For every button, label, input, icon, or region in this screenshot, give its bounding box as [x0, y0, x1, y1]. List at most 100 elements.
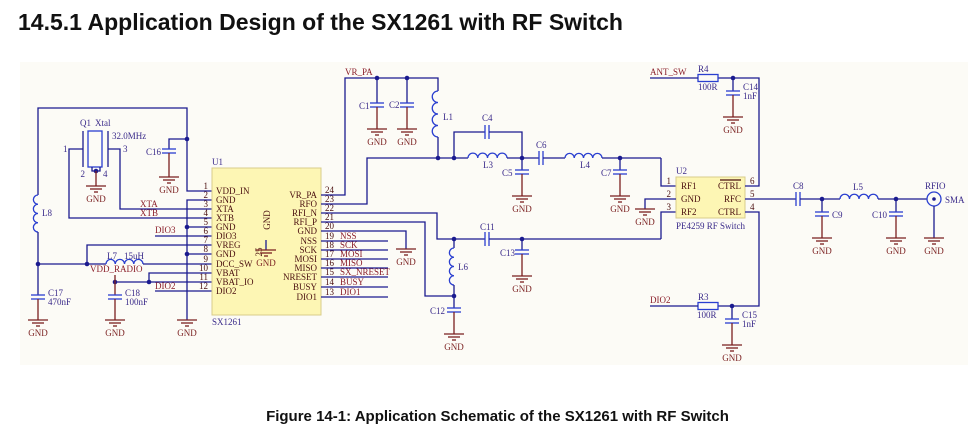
junction-dot	[435, 155, 441, 161]
rfio-label: RFIO	[925, 181, 946, 191]
u1-pin-name: DIO1	[297, 292, 318, 302]
inductor-symbol	[32, 194, 39, 233]
u1-pin-number: 4	[204, 208, 209, 218]
l5-label: L5	[853, 182, 863, 192]
net-label-dio1: DIO1	[340, 287, 361, 297]
c15-label: C15	[742, 310, 758, 320]
gnd-label: GND	[28, 328, 48, 338]
net-label-sx_nreset: SX_NRESET	[340, 267, 391, 277]
u1-pin-name: DIO2	[216, 286, 237, 296]
u2-pin-number: 5	[750, 189, 755, 199]
u2-pin-name: CTRL	[718, 207, 741, 217]
net-label-ant-sw: ANT_SW	[650, 67, 687, 77]
wire	[321, 221, 454, 297]
u1-pin-name: VDD_IN	[216, 186, 250, 196]
u1-pin-number: 10	[199, 263, 209, 273]
wire	[321, 212, 485, 240]
u1-pin-number: 8	[204, 244, 209, 254]
u1-pin-name: XTB	[216, 213, 234, 223]
u1-pin-name: GND	[298, 226, 318, 236]
wire	[108, 148, 212, 210]
c13-label: C13	[500, 248, 516, 258]
inductor-symbol	[105, 258, 144, 265]
u1-pin-name: VR_PA	[289, 190, 317, 200]
wire	[321, 230, 407, 249]
wire	[68, 148, 212, 219]
u1-pin-number: 11	[199, 272, 208, 282]
u1-pin-number: 2	[204, 190, 209, 200]
u1-pin-name: GND	[216, 195, 236, 205]
q1-pin: 3	[123, 144, 128, 154]
ic-u1-body	[211, 167, 322, 316]
schematic-background	[20, 62, 968, 365]
u1-center-pin-number: 25	[254, 247, 264, 257]
u2-pin-number: 1	[667, 176, 672, 186]
gnd-label: GND	[444, 342, 464, 352]
net-label-vr-pa: VR_PA	[345, 67, 373, 77]
inductor-symbol	[839, 193, 879, 200]
u1-pin-name: GND	[216, 249, 236, 259]
u2-pin-name: RF1	[681, 181, 697, 191]
u2-part: PE4259 RF Switch	[676, 221, 746, 231]
u1-pin-number: 23	[325, 194, 335, 204]
gnd-label: GND	[610, 204, 630, 214]
u1-pin-number: 24	[325, 185, 335, 195]
u2-pin-name: RFC	[724, 194, 741, 204]
u1-pin-number: 16	[325, 258, 335, 268]
u1-pin-name: GND	[216, 222, 236, 232]
q1-type: Xtal	[95, 118, 111, 128]
u1-pin-name: RFI_N	[292, 208, 318, 218]
c17-value: 470nF	[48, 297, 71, 307]
wire	[718, 77, 760, 187]
u2-pin-number: 3	[667, 202, 672, 212]
gnd-label: GND	[924, 246, 944, 256]
q1-pin: 1	[63, 144, 68, 154]
gnd-label: GND	[635, 217, 655, 227]
net-label-xta: XTA	[140, 199, 158, 209]
u1-pin-number: 12	[199, 281, 208, 291]
net-label-sck: SCK	[340, 240, 358, 250]
c7-label: C7	[601, 168, 612, 178]
gnd-label: GND	[159, 185, 179, 195]
gnd-label: GND	[105, 328, 125, 338]
u1-pin-name: XTA	[216, 204, 234, 214]
u1-pin-number: 6	[204, 226, 209, 236]
u1-pin-name: NRESET	[283, 272, 318, 282]
net-label-miso: MISO	[340, 258, 363, 268]
ic-u2-body	[675, 176, 746, 219]
sma-connector-pin	[932, 197, 936, 201]
c14-label: C14	[743, 82, 759, 92]
u1-pin-name: VREG	[216, 240, 241, 250]
wire	[453, 131, 485, 158]
net-label-mosi: MOSI	[340, 249, 363, 259]
u1-pin-name: MOSI	[294, 254, 317, 264]
u1-pin-number: 18	[325, 240, 335, 250]
wire	[168, 138, 187, 149]
u2-pin-name: RF2	[681, 207, 697, 217]
u1-pin-number: 7	[204, 235, 209, 245]
gnd-label: GND	[396, 257, 416, 267]
l4-label: L4	[580, 160, 590, 170]
r4-value: 100R	[698, 82, 718, 92]
l7-label: L7	[107, 251, 117, 261]
gnd-label: GND	[177, 328, 197, 338]
c2-label: C2	[389, 100, 400, 110]
net-label-vdd-radio: VDD_RADIO	[90, 264, 143, 274]
c16-label: C16	[146, 147, 162, 157]
c18-value: 100nF	[125, 297, 148, 307]
u1-pin-name: NSS	[300, 236, 317, 246]
c15-value: 1nF	[742, 319, 756, 329]
crystal-symbol	[87, 130, 103, 168]
u1-pin-name: RFI_P	[293, 217, 317, 227]
gnd-label: GND	[723, 125, 743, 135]
u1-pin-number: 9	[204, 254, 209, 264]
u2-pin-name: GND	[681, 194, 701, 204]
u2-pin-number: 6	[750, 176, 755, 186]
u1-pin-number: 13	[325, 287, 335, 297]
inductor-symbol	[564, 152, 603, 159]
inductor-symbol	[467, 152, 508, 159]
u1-pin-number: 20	[325, 221, 335, 231]
u2-pin-number: 4	[750, 202, 755, 212]
wire	[321, 157, 468, 205]
r3-label: R3	[698, 292, 709, 302]
